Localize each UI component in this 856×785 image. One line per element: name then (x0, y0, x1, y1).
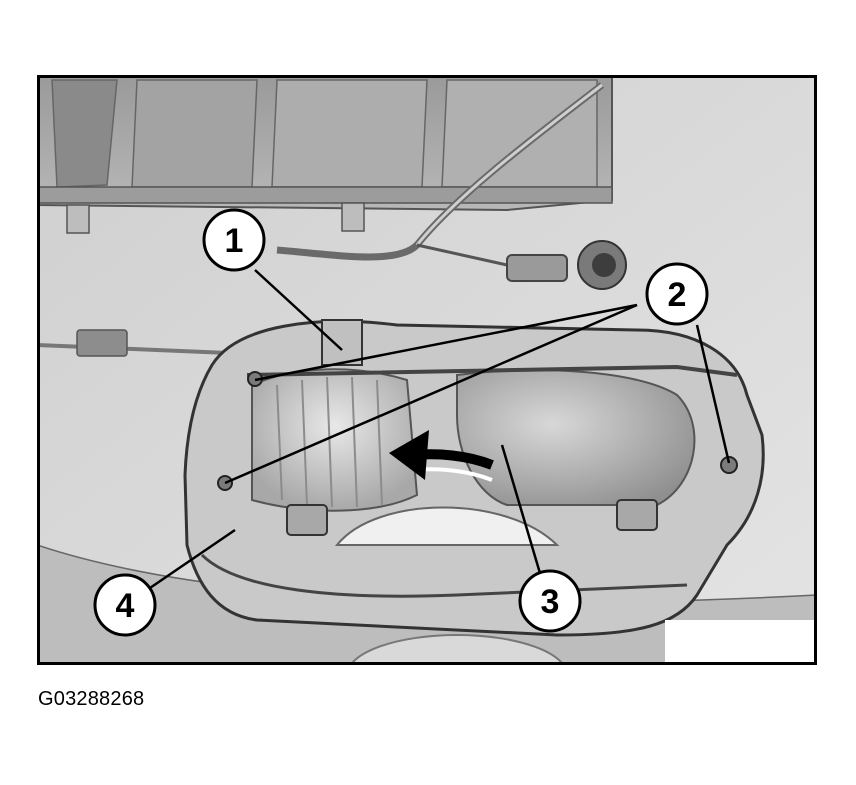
callout-2: 2 (645, 262, 709, 326)
callout-1: 1 (202, 208, 266, 272)
callout-3: 3 (518, 569, 582, 633)
screw-icon (720, 456, 738, 474)
callout-2-label: 2 (668, 276, 687, 314)
upper-housing (37, 75, 613, 234)
callout-4: 4 (93, 573, 157, 637)
leader-lines (146, 269, 731, 592)
fog-light-housing (183, 319, 815, 665)
callout-3-label: 3 (541, 583, 560, 621)
component-illustration: 1 2 3 4 (37, 75, 817, 665)
wiring-harness (37, 82, 627, 357)
figure-caption: G03288268 (38, 688, 145, 710)
reflector-ribs (276, 376, 383, 508)
illustration-svg: 1 2 3 4 (37, 75, 817, 665)
figure-frame (37, 75, 817, 665)
direction-arrow (389, 430, 494, 482)
callout-1-label: 1 (225, 222, 244, 260)
blank-area (665, 620, 815, 665)
callout-4-label: 4 (116, 587, 135, 625)
